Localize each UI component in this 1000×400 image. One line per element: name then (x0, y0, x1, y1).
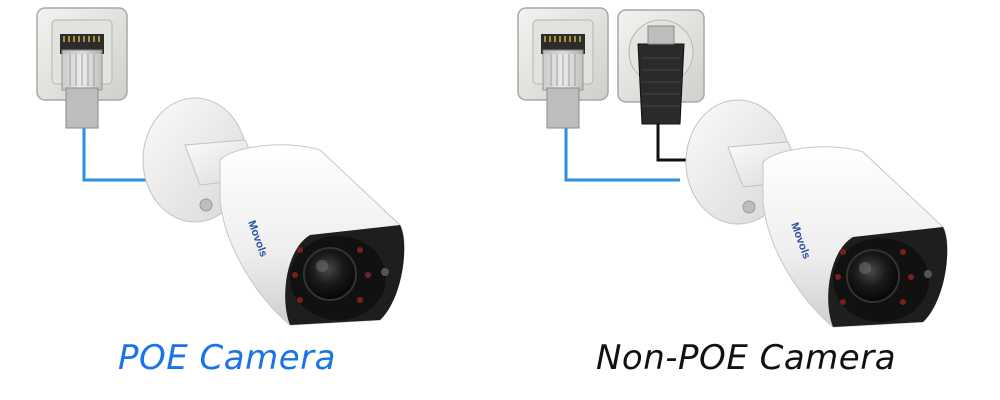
rj45-plug-icon (543, 50, 583, 128)
bullet-camera-icon: Movols (143, 98, 404, 325)
non-poe-scene: Movols Non-POE Camera (500, 0, 1000, 400)
caption-poe: POE Camera (118, 338, 336, 378)
ethernet-cable (566, 128, 680, 180)
poe-scene: Movols POE Camera (0, 0, 500, 400)
caption-non-poe: Non-POE Camera (596, 338, 896, 378)
ethernet-cable (84, 128, 150, 180)
rj45-plug-icon (62, 50, 102, 128)
bullet-camera-icon: Movols (686, 100, 947, 327)
